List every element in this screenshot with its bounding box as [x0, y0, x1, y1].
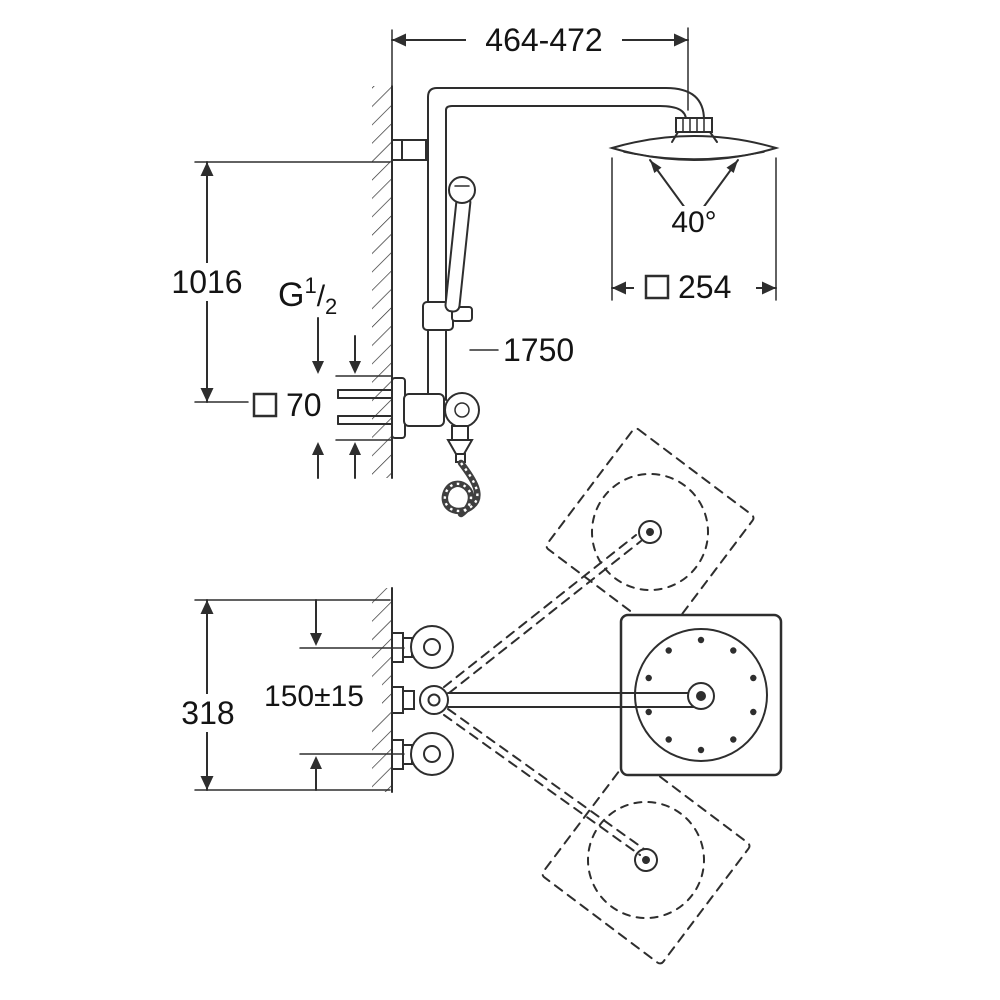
hand-shower: [444, 176, 476, 313]
thermostat-valve: [391, 377, 480, 463]
label-group-height: 318: [181, 695, 234, 731]
swivel-arm-dashed: [443, 534, 645, 856]
swivel-position-bottom: [541, 755, 751, 965]
hose-length-group: 1750: [469, 332, 574, 368]
label-wall-height: 1016: [171, 264, 242, 300]
label-spray-angle: 40°: [671, 206, 716, 239]
rain-shower-head: [608, 117, 780, 161]
dim-head-size: 254: [611, 157, 777, 306]
square-dim-icon: [644, 274, 670, 300]
dim-supply-spacing: 150±15: [246, 599, 405, 791]
dim-top-width: 464-472: [391, 22, 689, 111]
wall-top: [372, 85, 393, 479]
spray-angle-lines: [649, 159, 739, 213]
dim-spray-angle: 40°: [662, 206, 726, 240]
dim-wall-height: 1016: [166, 161, 391, 403]
shower-arm-plan: [447, 682, 715, 710]
shower-riser-pipe: [427, 87, 705, 401]
dim-group-height: 318: [172, 599, 391, 791]
dim-escutcheon: 70: [252, 335, 393, 479]
shower-hose: [441, 459, 481, 518]
wall-bracket: [391, 139, 427, 161]
label-supply-spacing: 150±15: [264, 680, 364, 713]
label-top-width: 464-472: [485, 22, 602, 58]
thread-label-group: G1/2: [278, 273, 337, 479]
label-escutcheon: 70: [286, 387, 322, 423]
square-dim-icon: [252, 392, 278, 418]
swivel-position-top: [545, 427, 755, 637]
label-thread: G1/2: [278, 273, 337, 319]
supply-stubs: [337, 389, 393, 425]
label-hose-length: 1750: [503, 332, 574, 368]
valve-plan: [391, 625, 454, 776]
label-head-size: 254: [678, 269, 731, 305]
